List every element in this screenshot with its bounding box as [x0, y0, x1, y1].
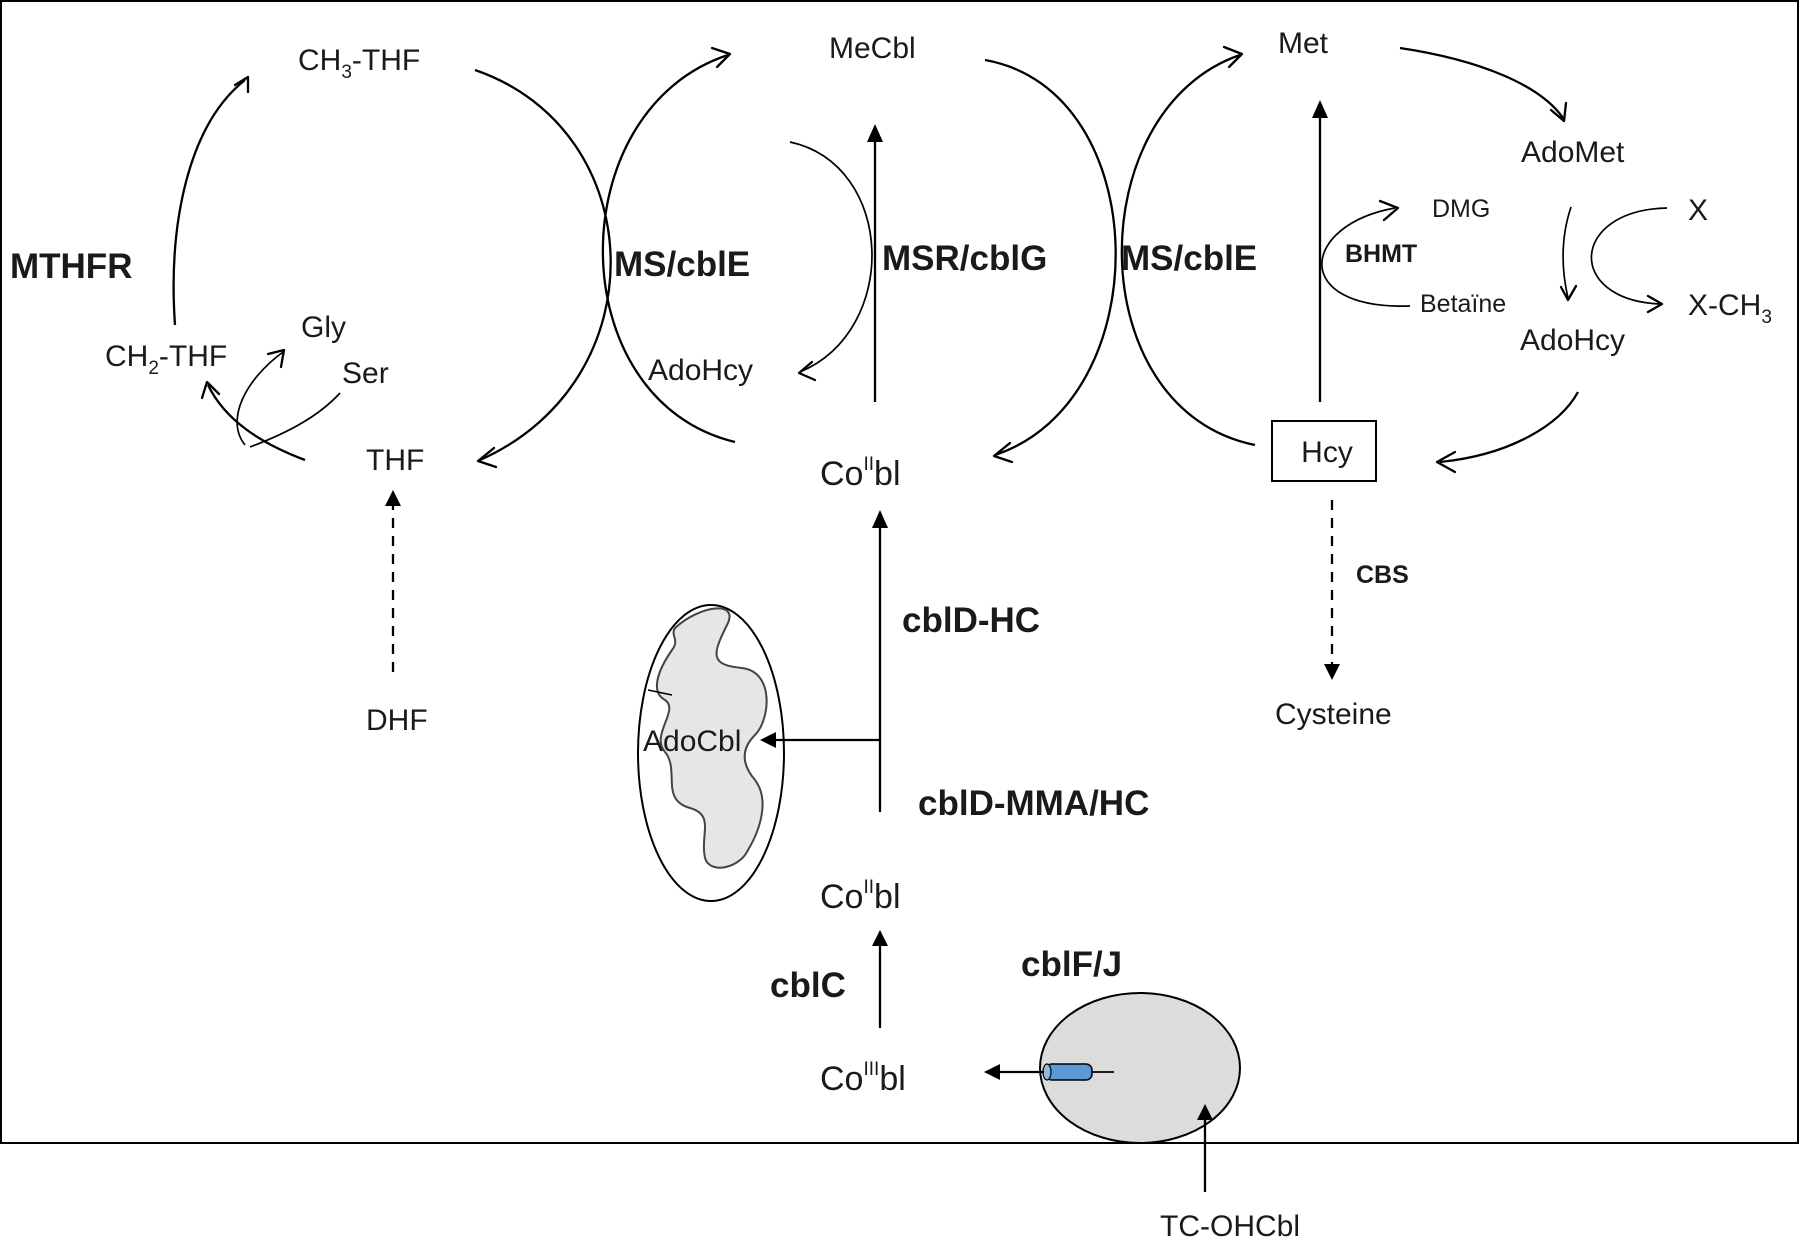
label-tc-ohcbl: TC-OHCbl [1160, 1210, 1300, 1239]
label-ms-cble-right: MS/cblE [1121, 239, 1257, 278]
label-cblc: cblC [770, 966, 846, 1005]
label-mthfr: MTHFR [10, 247, 132, 286]
adomet-to-adohcy-arrow [1562, 206, 1572, 299]
bhmt-loop [1321, 207, 1411, 307]
label-adohcy-cbl: AdoHcy [648, 354, 753, 387]
label-ch2-thf: CH2-THF [105, 340, 227, 379]
label-co2bl-upper: CoIIbl [820, 454, 901, 493]
label-adomet: AdoMet [1521, 136, 1625, 169]
lysosome [1039, 992, 1241, 1144]
gly-ser-loop [236, 351, 284, 446]
x-to-xch3-loop [1590, 207, 1668, 305]
label-dmg: DMG [1432, 195, 1490, 223]
mthfr-arrow [172, 79, 246, 326]
label-ch3-thf: CH3-THF [298, 44, 420, 83]
label-betaine: Betaïne [1420, 290, 1506, 318]
label-cbld-mma-hc: cblD-MMA/HC [918, 784, 1149, 823]
label-ser: Ser [342, 357, 389, 390]
adohcy-to-hcy-arrow [1439, 391, 1580, 464]
label-x: X [1688, 194, 1708, 227]
ms-right-arc [1120, 53, 1256, 447]
msr-arc [789, 141, 873, 373]
label-cbs: CBS [1356, 561, 1409, 589]
mitochondrion-edge-line [647, 689, 673, 696]
label-mecbl: MeCbl [829, 32, 916, 65]
label-met: Met [1278, 27, 1329, 60]
cblfj-transporter [1045, 1063, 1093, 1081]
label-cysteine: Cysteine [1275, 698, 1392, 731]
label-adohcy-met: AdoHcy [1520, 324, 1625, 357]
ms-left-arc [601, 53, 736, 444]
mecbl-to-co2bl-arc [984, 58, 1117, 457]
diagram-frame [0, 0, 1799, 1144]
hcy-box [1271, 420, 1377, 482]
mitochondrion-cristae [656, 607, 768, 869]
label-hcy: Hcy [1301, 436, 1353, 469]
label-co2bl-lower: CoIIbl [820, 877, 901, 916]
label-x-ch3: X-CH3 [1688, 289, 1772, 328]
label-thf: THF [366, 444, 424, 477]
met-to-adomet-arrow [1399, 46, 1564, 119]
label-msr-cblg: MSR/cblG [882, 239, 1047, 278]
label-ms-cble-left: MS/cblE [614, 245, 750, 284]
label-cbld-hc: cblD-HC [902, 601, 1040, 640]
label-cblfj: cblF/J [1021, 945, 1122, 984]
ch3thf-to-thf-arc [474, 68, 612, 462]
label-bhmt: BHMT [1345, 240, 1417, 268]
label-co3bl: CoIIIbl [820, 1059, 906, 1098]
label-gly: Gly [301, 311, 346, 344]
label-adocbl: AdoCbl [643, 725, 741, 758]
label-dhf: DHF [366, 704, 428, 737]
thf-to-ch2thf-arrow [206, 384, 306, 462]
